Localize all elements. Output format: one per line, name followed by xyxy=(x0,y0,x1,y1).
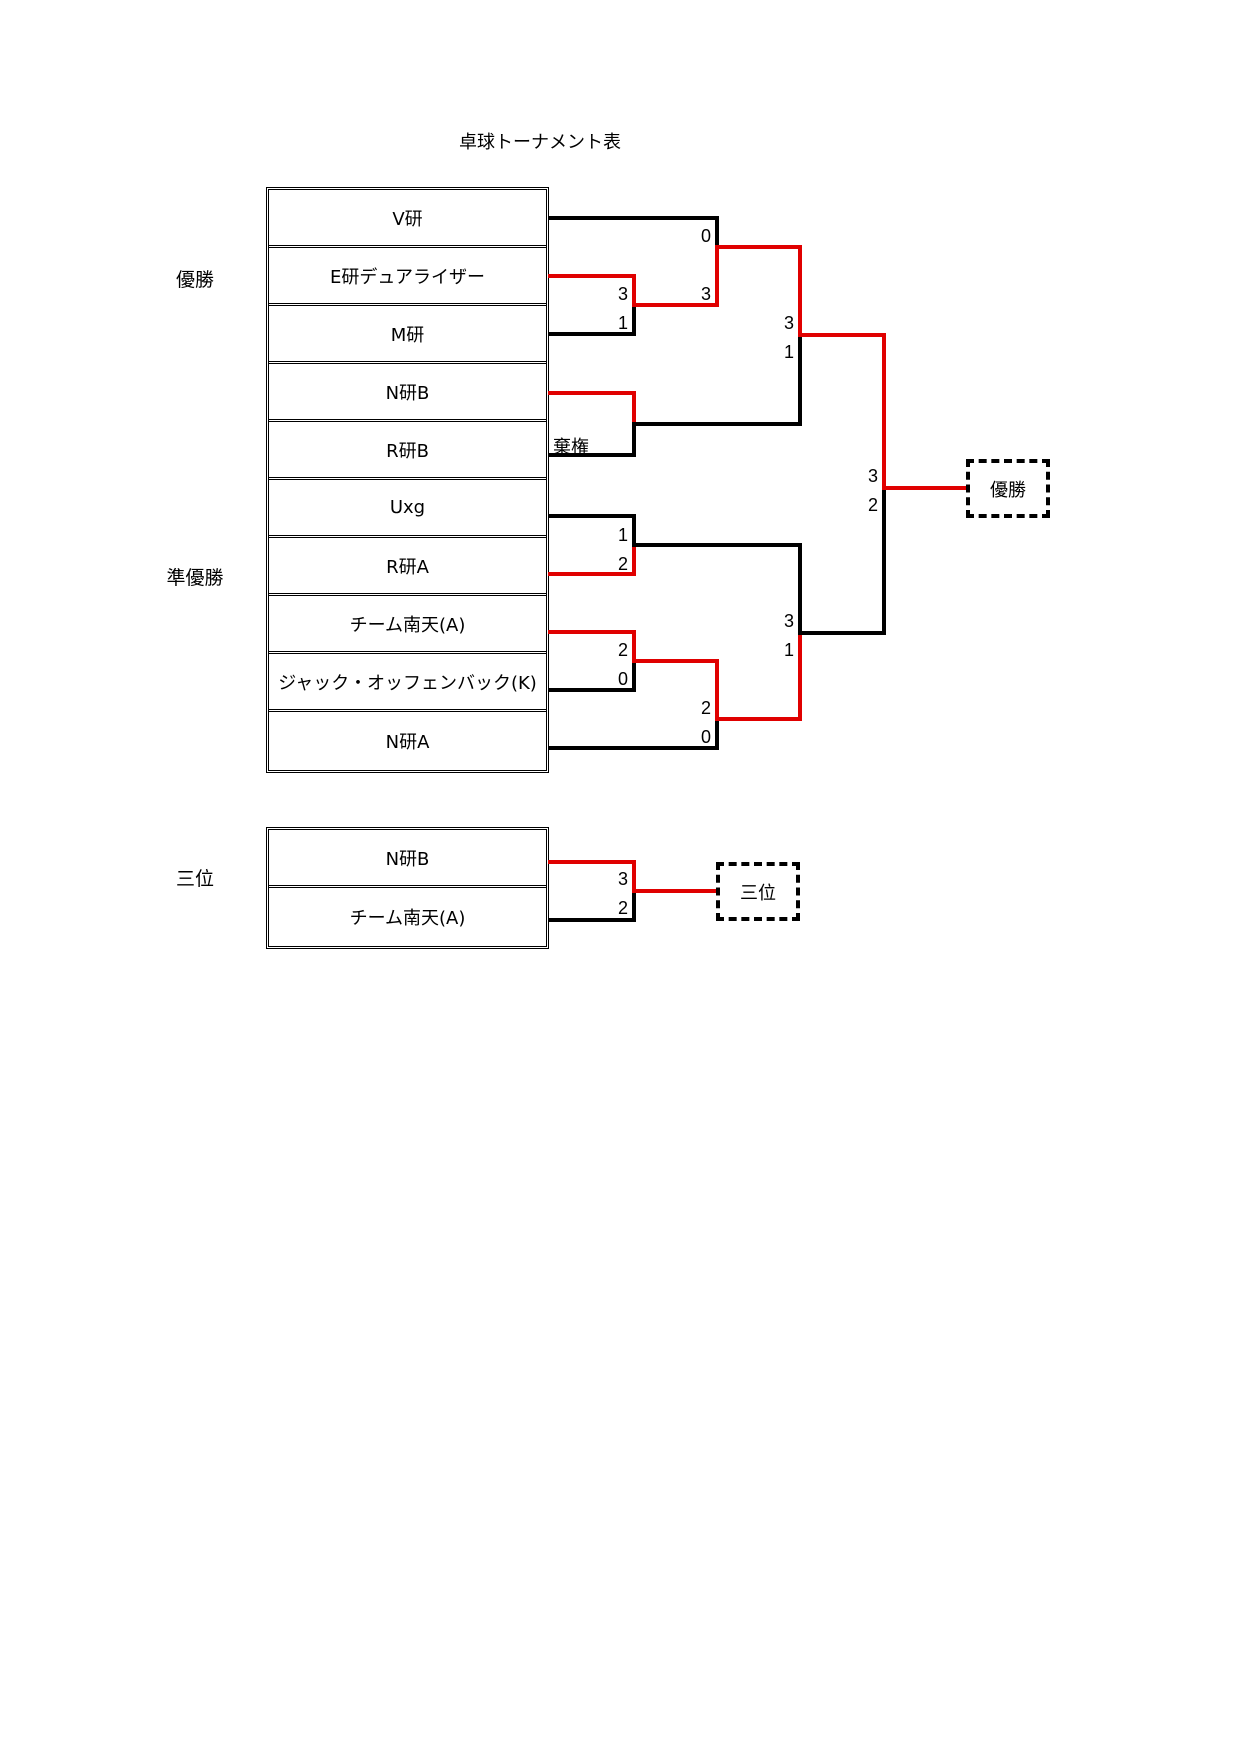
score-r1-jack: 0 xyxy=(618,669,628,689)
team-cell: N研A xyxy=(385,732,430,753)
team-cell: Uxg xyxy=(269,480,546,538)
bracket-line-winner xyxy=(548,630,636,663)
bracket-line-loser xyxy=(548,303,636,336)
bracket-line-winner xyxy=(715,631,802,721)
side-label-runner-up: 準優勝 xyxy=(166,567,224,589)
score-final-b: 2 xyxy=(868,495,878,515)
score-third-b: 2 xyxy=(618,898,628,918)
champion-box: 優勝 xyxy=(966,459,1050,518)
bracket-line-winner xyxy=(798,333,886,490)
team-cell: チーム南天(A) xyxy=(349,908,466,929)
bracket-line-loser xyxy=(548,514,636,547)
third-place-team-table: N研B チーム南天(A) xyxy=(266,827,549,949)
score-r1-nanten: 2 xyxy=(618,640,628,660)
team-cell: N研B xyxy=(269,830,546,888)
score-r1-m: 1 xyxy=(618,313,628,333)
side-label-champion: 優勝 xyxy=(175,269,214,291)
score-r1-uxg: 1 xyxy=(618,525,628,545)
score-r2-e: 3 xyxy=(701,284,711,304)
bracket-line-loser xyxy=(632,543,802,635)
team-cell: チーム南天(A) xyxy=(269,596,546,654)
score-r1-ra: 2 xyxy=(618,554,628,574)
team-cell: R研B xyxy=(269,422,546,480)
score-r2-na: 0 xyxy=(701,727,711,747)
bracket-line-winner xyxy=(548,543,636,576)
bracket-line-loser xyxy=(548,216,719,249)
third-place-box: 三位 xyxy=(716,862,800,921)
bracket-line-winner xyxy=(548,391,636,426)
score-final-a: 3 xyxy=(868,466,878,486)
score-r2-nanten: 2 xyxy=(701,698,711,718)
score-r1-e: 3 xyxy=(618,284,628,304)
bracket-line-loser xyxy=(632,333,802,426)
score-sf-bottom-b: 1 xyxy=(784,640,794,660)
score-sf-bottom-a: 3 xyxy=(784,611,794,631)
bracket-line-winner xyxy=(715,245,802,337)
bracket-line-loser xyxy=(798,486,886,635)
bracket-line-winner xyxy=(632,245,719,307)
bracket-line-loser xyxy=(548,659,636,692)
score-r1-forfeit-note: 棄権 xyxy=(553,437,589,457)
team-cell: N研B xyxy=(269,364,546,422)
main-team-table: V研 E研デュアライザー M研 N研B R研B Uxg R研A チーム南天(A)… xyxy=(266,187,549,773)
bracket-line-winner xyxy=(548,274,636,307)
bracket-line-winner xyxy=(548,860,636,893)
team-cell: E研デュアライザー xyxy=(269,248,546,306)
team-cell: R研A xyxy=(269,538,546,596)
page-title: 卓球トーナメント表 xyxy=(459,132,621,153)
bracket-line-loser xyxy=(548,717,719,750)
bracket-line-loser xyxy=(548,889,636,922)
bracket-line-loser xyxy=(548,422,636,457)
team-cell: ジャック・オッフェンバック(K) xyxy=(269,654,546,712)
score-third-a: 3 xyxy=(618,869,628,889)
score-sf-top-a: 3 xyxy=(784,313,794,333)
side-label-third: 三位 xyxy=(175,868,214,890)
team-cell: V研 xyxy=(269,190,546,248)
team-cell: M研 xyxy=(269,306,546,364)
bracket-line-winner xyxy=(632,659,719,721)
score-r2-v: 0 xyxy=(701,226,711,246)
score-sf-top-b: 1 xyxy=(784,342,794,362)
